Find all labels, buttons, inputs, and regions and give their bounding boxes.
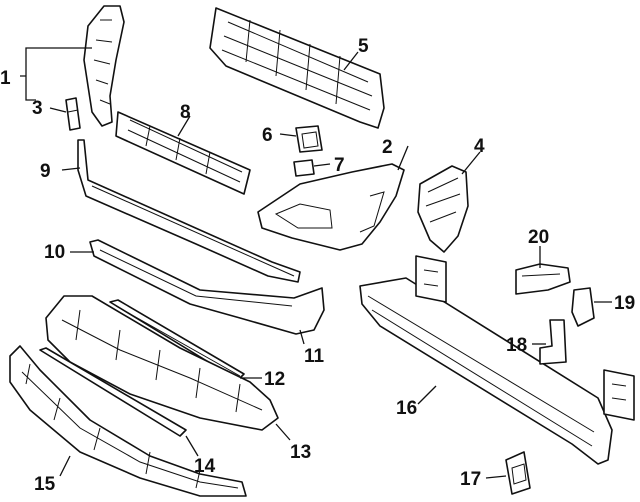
callout-17: 17 bbox=[460, 469, 481, 490]
part-10-grille-trim bbox=[89, 239, 325, 335]
callout-20: 20 bbox=[528, 227, 549, 248]
callout-12: 12 bbox=[264, 369, 285, 390]
part-6-bracket bbox=[295, 125, 323, 153]
callout-10: 10 bbox=[44, 242, 65, 263]
callout-13: 13 bbox=[290, 442, 311, 463]
part-18-bracket bbox=[539, 319, 567, 365]
leader-lines bbox=[20, 47, 612, 479]
callout-15: 15 bbox=[34, 474, 56, 495]
part-5-grille-reinforcement bbox=[209, 7, 385, 129]
part-3-clip bbox=[65, 97, 81, 131]
callout-1: 1 bbox=[0, 68, 11, 89]
callout-18: 18 bbox=[506, 335, 527, 356]
part-20-bracket bbox=[515, 263, 571, 295]
part-9-trim-strip bbox=[77, 139, 301, 283]
part-8-lower-grille bbox=[115, 111, 251, 195]
part-4-side-bracket bbox=[417, 165, 469, 253]
callout-9: 9 bbox=[40, 161, 51, 182]
callout-7: 7 bbox=[334, 155, 345, 176]
part-19-bracket bbox=[571, 287, 595, 327]
callout-5: 5 bbox=[358, 36, 369, 57]
callout-11: 11 bbox=[304, 346, 325, 367]
callout-8: 8 bbox=[180, 102, 191, 123]
callout-6: 6 bbox=[262, 125, 273, 146]
part-7-plug bbox=[293, 159, 315, 177]
part-17-bracket bbox=[505, 451, 531, 495]
callout-14: 14 bbox=[194, 456, 216, 477]
part-12-valance-strip bbox=[109, 299, 245, 381]
callout-labels: 1 2 3 4 5 6 7 8 9 10 11 12 13 14 15 16 1… bbox=[0, 36, 635, 495]
part-16-impact-bar bbox=[359, 255, 635, 465]
part-1-side-bracket bbox=[83, 5, 125, 127]
callout-2: 2 bbox=[382, 137, 393, 158]
callout-4: 4 bbox=[474, 136, 485, 157]
part-15-lower-cover bbox=[9, 345, 247, 497]
callout-19: 19 bbox=[614, 293, 635, 314]
part-14-skid-strip bbox=[39, 347, 187, 437]
part-2-bezel bbox=[257, 163, 405, 251]
callout-3: 3 bbox=[32, 98, 43, 119]
callout-16: 16 bbox=[396, 398, 417, 419]
